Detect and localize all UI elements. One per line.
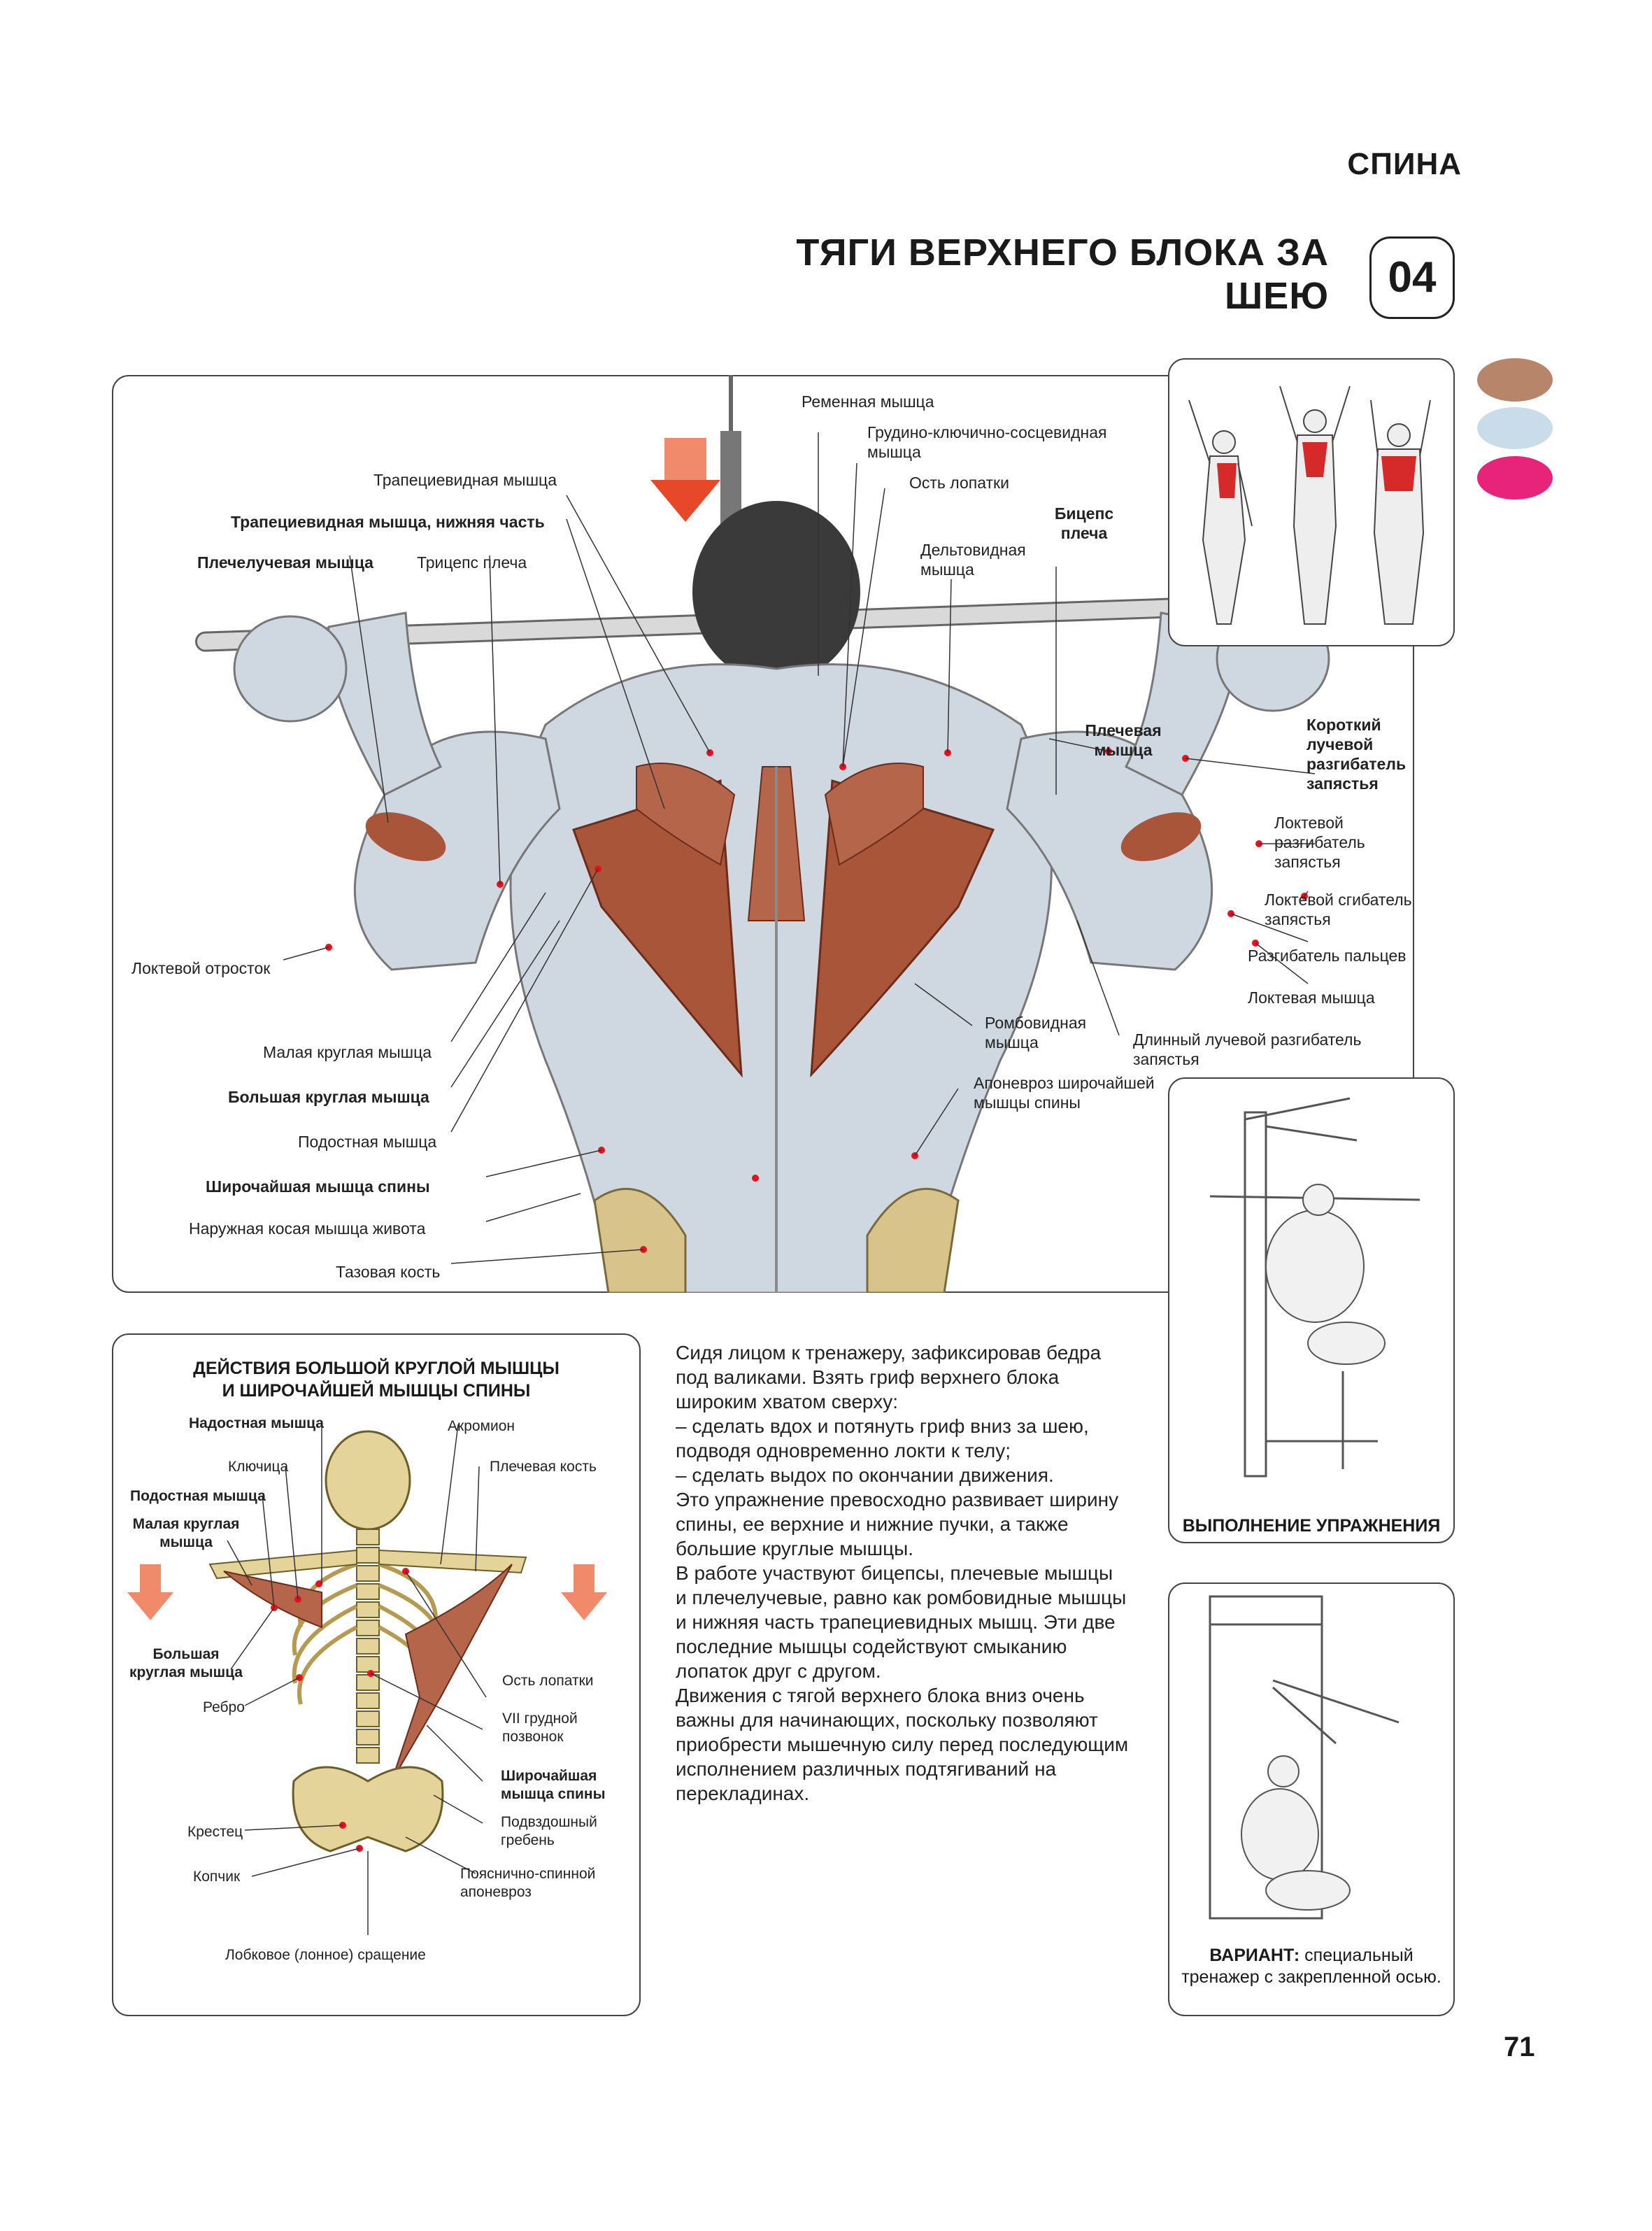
- sk-label-supraspinatus: Надостная мышца: [189, 1415, 324, 1431]
- label-rhomboid: Ромбовидная мышца: [985, 1014, 1087, 1051]
- label-brachialis: Плечевая мышца: [1085, 721, 1162, 759]
- label-ecu: Локтевой разгибатель запястья: [1274, 814, 1365, 871]
- fixed-axis-machine-illustration: [1209, 1595, 1400, 1920]
- instruction-line: и нижняя часть трапециевидных мышц. Эти …: [676, 1611, 1116, 1633]
- instruction-line: и плечелучевые, равно как ромбовидные мы…: [676, 1587, 1127, 1608]
- label-trapezius: Трапециевидная мышца: [373, 471, 557, 489]
- instruction-line: исполнением различных подтягиваний на: [676, 1758, 1057, 1780]
- instruction-line: спины, ее верхние и нижние пучки, а такж…: [676, 1513, 1069, 1535]
- label-sternocleidomastoid: Грудино-ключично-сосцевидная мышца: [867, 423, 1107, 461]
- sk-label-teres-minor: Малая круглая мышца: [132, 1516, 240, 1550]
- label-deltoid: Дельтовидная мышца: [920, 541, 1026, 579]
- sk-label-lumbar-aponeurosis: Пояснично-спинной апоневроз: [460, 1866, 596, 1900]
- variant-panel: [1168, 1582, 1455, 2016]
- label-teres-major: Большая круглая мышца: [228, 1088, 429, 1106]
- sk-label-humerus: Плечевая кость: [490, 1459, 597, 1475]
- sk-label-rib: Ребро: [203, 1699, 245, 1715]
- legend-pill-pink: [1477, 456, 1553, 500]
- label-splenius: Ременная мышца: [802, 392, 934, 411]
- sk-label-teres-major: Большая круглая мышца: [129, 1646, 243, 1680]
- instruction-line: Сидя лицом к тренажеру, зафиксировав бед…: [676, 1342, 1102, 1364]
- sk-label-scapula-spine: Ость лопатки: [502, 1673, 594, 1689]
- instruction-line: перекладинах.: [676, 1783, 810, 1804]
- instructions-text: Сидя лицом к тренажеру, зафиксировав бед…: [676, 1340, 1165, 1806]
- instruction-line: подводя одновременно локти к телу;: [676, 1440, 1011, 1461]
- page-title: ТЯГИ ВЕРХНЕГО БЛОКА ЗА ШЕЮ: [796, 232, 1329, 317]
- sk-label-vii-vertebra: VII грудной позвонок: [502, 1711, 578, 1745]
- sk-label-acromion: Акромион: [448, 1418, 515, 1434]
- instruction-line: большие круглые мышцы.: [676, 1538, 914, 1559]
- instruction-line: – сделать вдох и потянуть гриф вниз за ш…: [676, 1415, 1089, 1437]
- instruction-line: важны для начинающих, поскольку позволяю…: [676, 1709, 1098, 1731]
- instruction-line: приобрести мышечную силу перед последующ…: [676, 1734, 1129, 1755]
- label-trapezius-lower: Трапециевидная мышца, нижняя часть: [231, 513, 545, 531]
- instruction-line: под валиками. Взять гриф верхнего блока: [676, 1366, 1060, 1388]
- skeleton-title-line-1: ДЕЙСТВИЯ БОЛЬШОЙ КРУГЛОЙ МЫШЦЫ: [193, 1359, 560, 1378]
- muscle-map-figures: [1188, 385, 1431, 625]
- instruction-line: последние мышцы содействуют смыканию: [676, 1636, 1067, 1657]
- variant-label: ВАРИАНТ:: [1209, 1946, 1300, 1965]
- sk-label-latissimus: Широчайшая мышца спины: [501, 1768, 606, 1802]
- label-olecranon: Локтевой отросток: [131, 959, 271, 977]
- exercise-caption: ВЫПОЛНЕНИЕ УПРАЖНЕНИЯ: [1182, 1516, 1441, 1536]
- sk-label-coccyx: Копчик: [193, 1869, 241, 1885]
- label-infraspinatus: Подостная мышца: [298, 1133, 437, 1151]
- skeleton-illustration: [127, 1424, 607, 1935]
- instruction-line: В работе участвуют бицепсы, плечевые мыш…: [676, 1562, 1113, 1584]
- label-biceps: Бицепс плеча: [1054, 504, 1114, 542]
- instruction-line: лопаток друг с другом.: [676, 1660, 881, 1682]
- sk-label-iliac-crest: Подвздошный гребень: [501, 1814, 597, 1848]
- skeleton-panel-title: ДЕЙСТВИЯ БОЛЬШОЙ КРУГЛОЙ МЫШЦЫ И ШИРОЧАЙ…: [112, 1357, 641, 1402]
- variant-text-2: тренажер с закрепленной осью.: [1181, 1967, 1441, 1987]
- variant-text-1: специальный: [1304, 1946, 1414, 1965]
- sk-label-clavicle: Ключица: [228, 1459, 289, 1475]
- sk-label-sacrum: Крестец: [187, 1824, 243, 1840]
- label-teres-minor: Малая круглая мышца: [263, 1043, 432, 1061]
- section-title: СПИНА: [1347, 147, 1462, 181]
- label-brachioradialis: Плечелучевая мышца: [197, 553, 373, 572]
- label-ecrb: Короткий лучевой разгибатель запястья: [1306, 716, 1407, 793]
- label-scapula-spine: Ость лопатки: [909, 474, 1009, 492]
- label-aponeurosis: Апоневроз широчайшей мышцы спины: [974, 1074, 1155, 1112]
- back-muscles-illustration: [194, 375, 1344, 1293]
- sk-label-pubic-symphysis: Лобковое (лонное) сращение: [225, 1947, 426, 1963]
- label-fcu: Локтевой сгибатель запястья: [1265, 891, 1412, 928]
- label-pelvic-bone: Тазовая кость: [336, 1263, 441, 1281]
- instruction-line: Это упражнение превосходно развивает шир…: [676, 1489, 1119, 1510]
- instruction-line: широким хватом сверху:: [676, 1391, 898, 1412]
- label-latissimus: Широчайшая мышца спины: [206, 1177, 430, 1196]
- label-extensor-digitorum: Разгибатель пальцев: [1248, 947, 1407, 965]
- label-triceps: Трицепс плеча: [417, 553, 527, 572]
- skeleton-title-line-2: И ШИРОЧАЙШЕЙ МЫШЦЫ СПИНЫ: [222, 1381, 531, 1401]
- variant-caption: ВАРИАНТ: специальный тренажер с закрепле…: [1168, 1945, 1455, 1988]
- legend-pill-brown: [1477, 358, 1553, 402]
- lat-pulldown-machine-illustration: [1209, 1097, 1420, 1478]
- label-ecrl: Длинный лучевой разгибатель запястья: [1133, 1030, 1362, 1068]
- instruction-line: Движения с тягой верхнего блока вниз оче…: [676, 1685, 1085, 1706]
- exercise-number-badge: 04: [1369, 236, 1455, 319]
- sk-label-infraspinatus: Подостная мышца: [130, 1488, 266, 1504]
- legend-pill-blue: [1477, 407, 1553, 449]
- label-anconeus: Локтевая мышца: [1248, 989, 1375, 1007]
- page-number: 71: [1504, 2032, 1535, 2062]
- label-external-oblique: Наружная косая мышца живота: [189, 1219, 426, 1238]
- instruction-line: – сделать выдох по окончании движения.: [676, 1464, 1054, 1486]
